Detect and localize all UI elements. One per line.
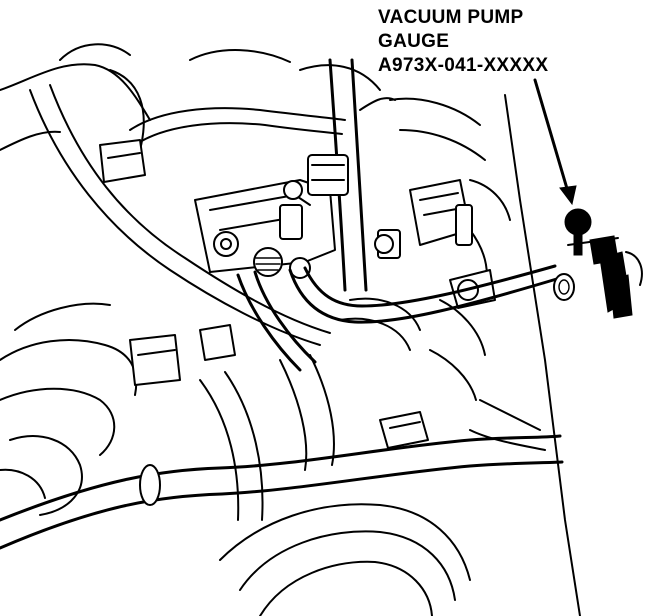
callout-line-1: VACUUM PUMP [378,7,524,28]
vacuum-hose [236,264,575,372]
callout-line-2: GAUGE [378,31,450,52]
body-edge-line [504,94,581,616]
upper-hoses [29,58,396,346]
right-bracket [409,179,496,309]
vacuum-pump-gauge-icon [564,208,643,319]
lower-hoses [0,411,564,550]
left-brackets [99,139,236,386]
vacuum-pump-gauge-label: VACUUM PUMP GAUGE A973X-041-XXXXX [378,6,548,78]
callout-arrow [533,78,577,206]
valve-body [194,154,401,279]
engine-block-outline [0,43,546,516]
callout-part-number: A973X-041-XXXXX [378,55,549,76]
lower-manifold [199,297,471,616]
